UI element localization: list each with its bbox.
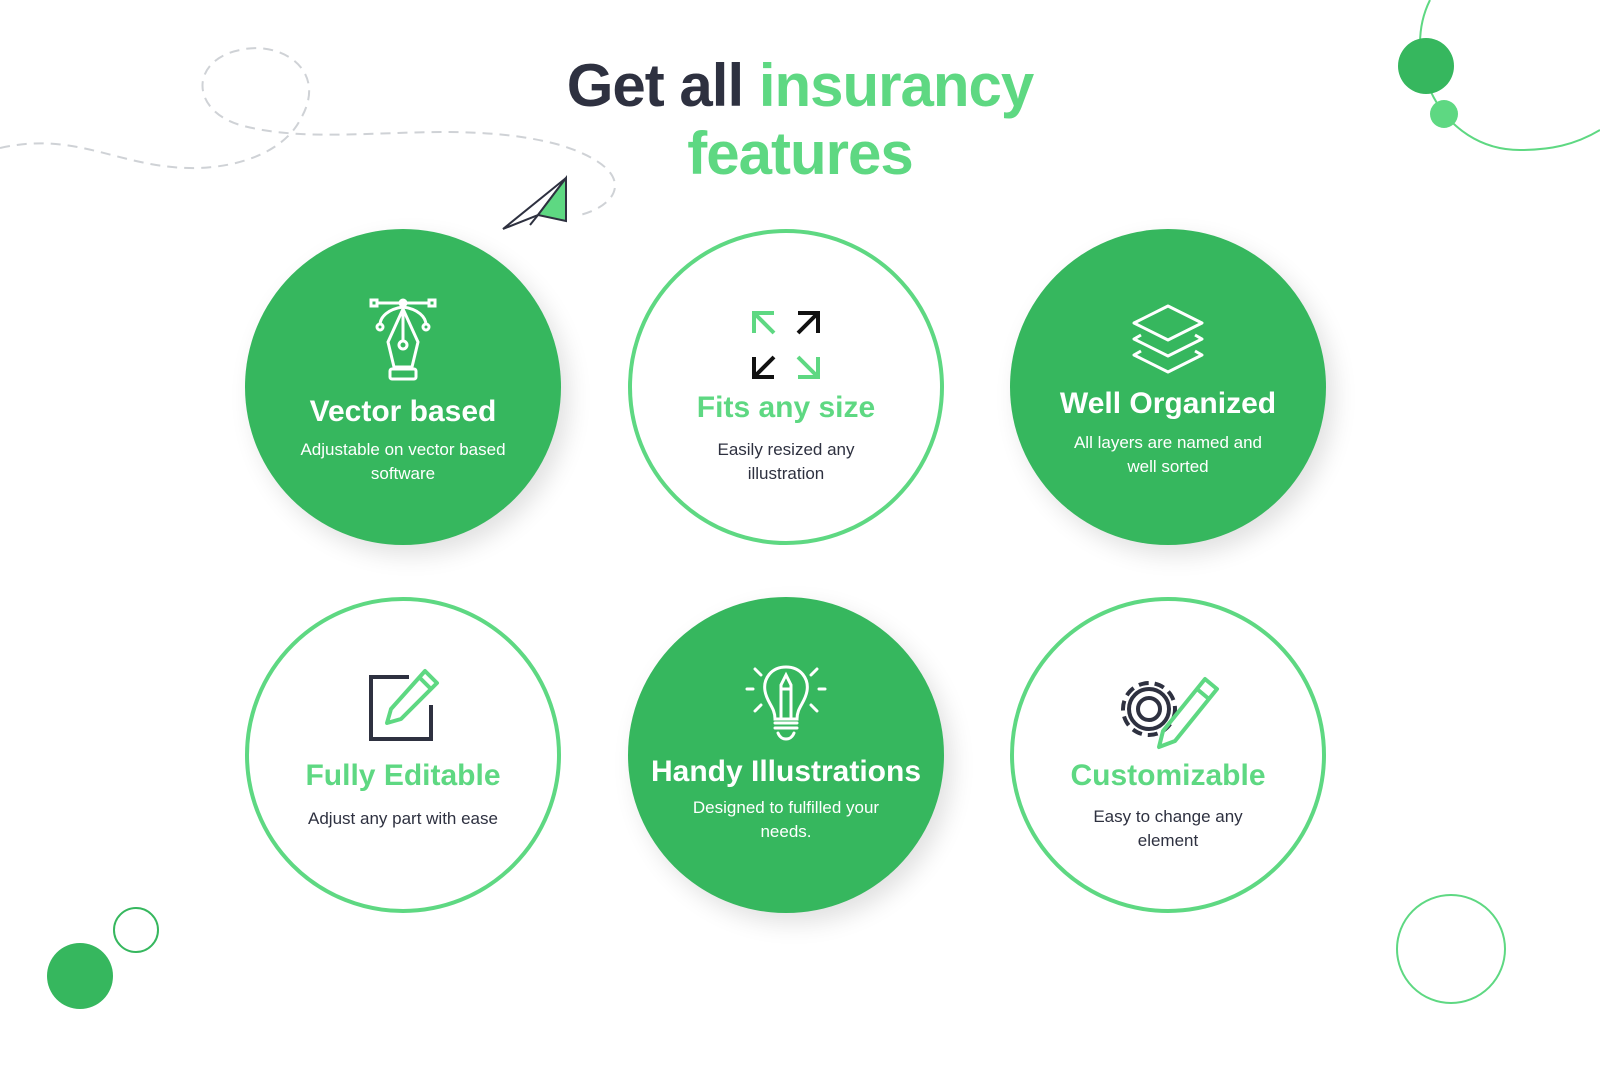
feature-card-well-organized: Well Organized All layers are named and … — [1010, 229, 1326, 545]
decor-ring — [113, 907, 159, 953]
feature-card-fully-editable: Fully Editable Adjust any part with ease — [245, 597, 561, 913]
feature-card-fits-any-size: Fits any size Easily resized any illustr… — [628, 229, 944, 545]
paper-plane-icon — [502, 175, 567, 230]
dashed-path-decoration — [0, 47, 616, 216]
feature-card-customizable: Customizable Easy to change any element — [1010, 597, 1326, 913]
feature-card-handy-illustrations: Handy Illustrations Designed to fulfille… — [628, 597, 944, 913]
decor-dot — [1430, 100, 1458, 128]
page-title: Get all insurancy features — [566, 52, 1035, 187]
resize-arrows-icon — [752, 311, 820, 379]
decor-ring — [1396, 894, 1506, 1004]
decor-dot — [1398, 38, 1454, 94]
pen-tool-icon — [369, 298, 437, 381]
feature-card-vector-based: Vector based Adjustable on vector based … — [245, 229, 561, 545]
edit-icon — [369, 669, 439, 741]
gear-pencil-icon — [1121, 677, 1219, 749]
layers-icon — [1132, 304, 1204, 374]
decor-dot — [47, 943, 113, 1009]
lightbulb-icon — [745, 665, 827, 741]
